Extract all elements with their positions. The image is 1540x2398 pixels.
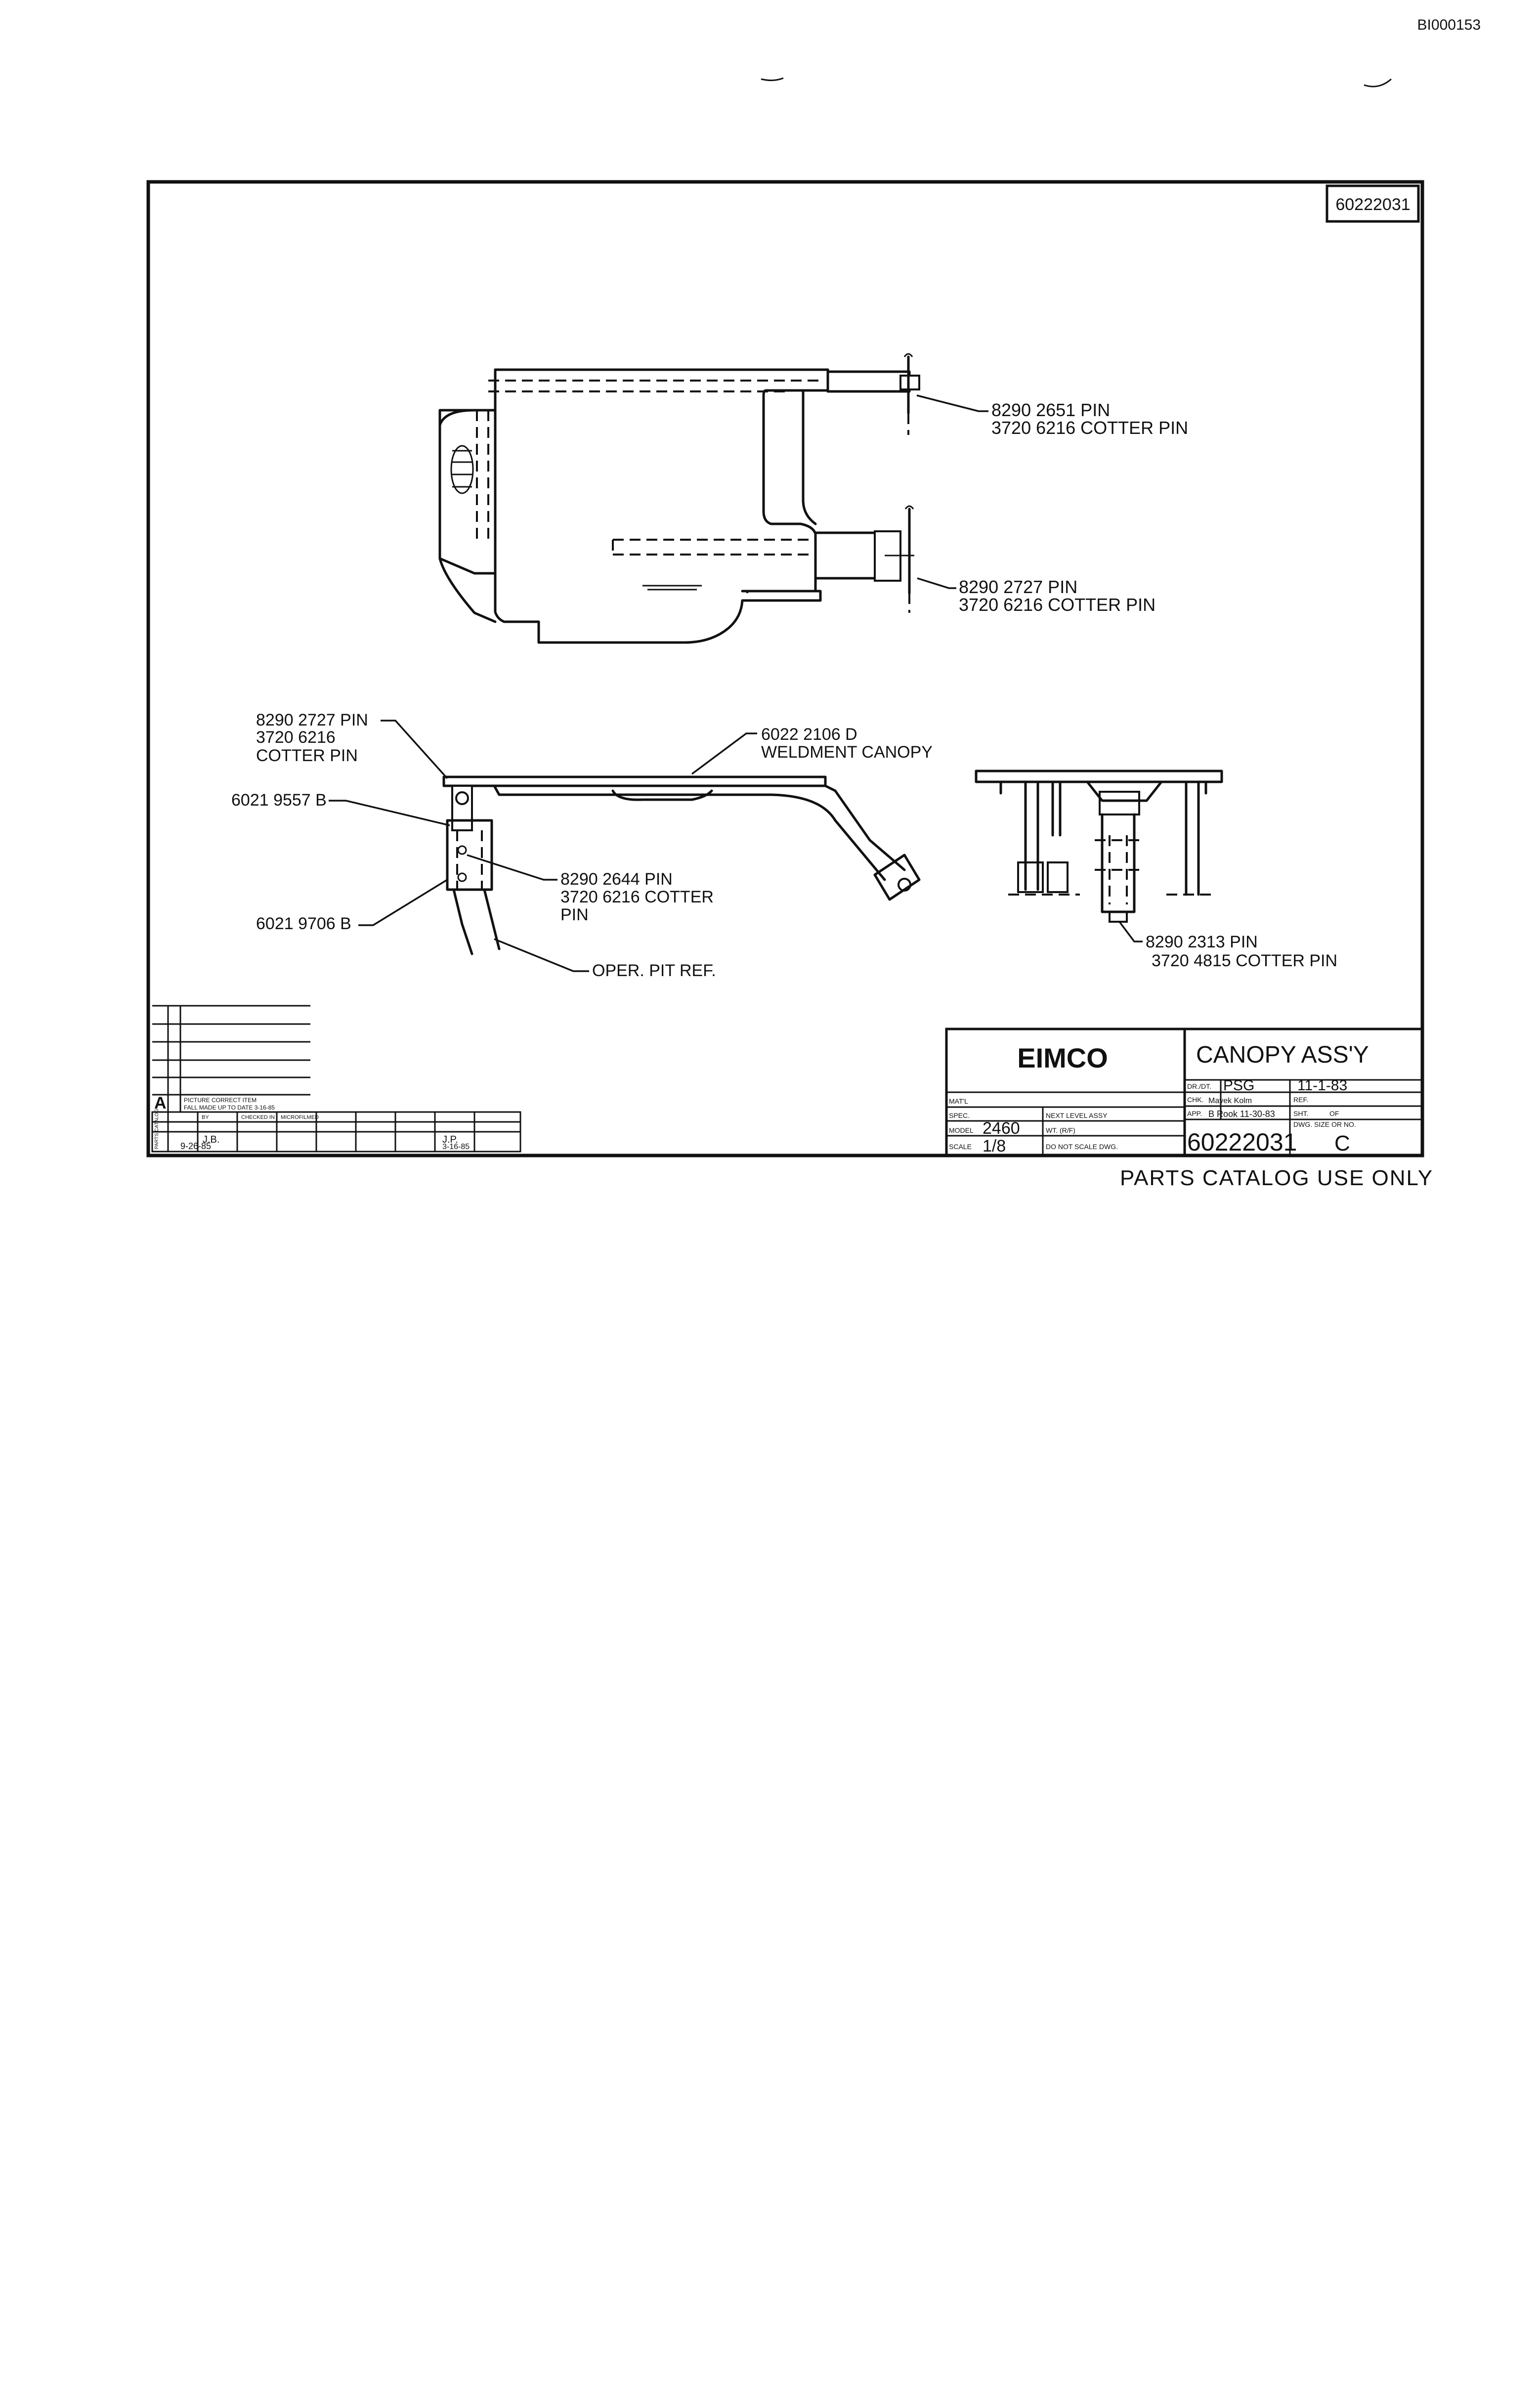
material-label: MAT'L xyxy=(949,1097,968,1105)
parts-catalog-label: PARTS CATALOG xyxy=(154,1109,160,1149)
rear-pin-lower xyxy=(814,505,914,595)
leader-line xyxy=(467,854,557,881)
canopy-stiffener xyxy=(611,789,713,801)
app-label: APP. xyxy=(1187,1110,1202,1117)
mid-pin-cotter-label: 3720 6216 COTTER xyxy=(560,888,714,906)
dwg-size-label: DWG. SIZE OR NO. xyxy=(1293,1120,1356,1128)
weight-label: WT. (R/F) xyxy=(1046,1126,1075,1134)
leader-line xyxy=(358,879,448,926)
hidden-line xyxy=(612,539,815,556)
end-pin-cotter-label: 3720 4815 COTTER PIN xyxy=(1152,951,1337,970)
mid-pin-label: 8290 2644 PIN xyxy=(560,870,673,889)
date-2: 3-16-85 xyxy=(442,1143,470,1151)
rivet-row xyxy=(642,585,702,591)
drawing-size: C xyxy=(1334,1131,1350,1156)
microfilmed-label: MICROFILMED xyxy=(281,1114,319,1120)
spec-label: SPEC. xyxy=(949,1112,970,1119)
side-pin-label: 8290 2727 PIN xyxy=(256,711,368,729)
oper-pit-label: OPER. PIT REF. xyxy=(592,961,716,980)
mid-pin-suffix-label: PIN xyxy=(560,905,589,924)
canopy-rear-strut-upper xyxy=(824,784,906,871)
chk-label: CHK. xyxy=(1187,1096,1203,1104)
canopy-outline xyxy=(494,368,822,644)
weldment-label: 6022 2106 D xyxy=(761,725,857,744)
corner-number: 60222031 xyxy=(1335,195,1410,214)
approver: B Rook 11-30-83 xyxy=(1208,1109,1275,1119)
sht-label: SHT. xyxy=(1293,1110,1308,1117)
rear-mount-icon xyxy=(873,854,921,901)
front-post-icon xyxy=(446,785,501,955)
company-logo: EIMCO xyxy=(1017,1042,1108,1073)
canopy-end-view xyxy=(975,770,1223,923)
part-upper-label: 6021 9557 B xyxy=(231,791,327,810)
leader-line xyxy=(494,938,589,972)
top-pin-1-cotter-label: 3720 6216 COTTER PIN xyxy=(991,418,1188,438)
corner-number-box xyxy=(1326,184,1420,223)
parts-catalog-footer: PARTS CATALOG USE ONLY xyxy=(1120,1166,1433,1190)
scan-mark xyxy=(761,77,784,82)
leader-line xyxy=(691,732,757,775)
canopy-front-edge xyxy=(438,368,497,575)
title-block: EIMCO CANOPY ASS'Y DR./DT. PSG 11-1-83 C… xyxy=(945,1028,1424,1157)
canopy-side-view xyxy=(442,775,921,955)
document-id: BI000153 xyxy=(1417,17,1481,33)
canopy-top-view xyxy=(438,353,920,644)
by-label: BY xyxy=(202,1114,209,1120)
leader-line xyxy=(1118,921,1143,942)
drafter: PSG xyxy=(1223,1077,1254,1094)
model-label: MODEL xyxy=(949,1126,974,1134)
side-pin-number-label: 3720 6216 xyxy=(256,728,336,747)
top-pin-2-label: 8290 2727 PIN xyxy=(959,577,1077,597)
canopy-rear-frame xyxy=(762,368,829,593)
scale-label: SCALE xyxy=(949,1143,972,1151)
canopy-rear-strut xyxy=(493,784,886,881)
drawing-date: 11-1-83 xyxy=(1297,1077,1347,1094)
decal-icon xyxy=(450,445,474,494)
ref-label: REF. xyxy=(1293,1096,1308,1104)
revision-letter: A xyxy=(154,1094,167,1113)
rear-pin-upper xyxy=(826,353,920,415)
canopy-chamfer xyxy=(438,409,497,623)
part-lower-label: 6021 9706 B xyxy=(256,914,351,933)
initials-1: J.B. xyxy=(203,1134,219,1145)
next-level-label: NEXT LEVEL ASSY xyxy=(1046,1112,1108,1119)
checker: Mavek Kolm xyxy=(1208,1097,1252,1105)
end-pin-label: 8290 2313 PIN xyxy=(1146,933,1258,951)
leader-line xyxy=(917,577,956,589)
scan-mark xyxy=(1364,78,1392,87)
top-pin-1-label: 8290 2651 PIN xyxy=(991,400,1110,420)
leader-line xyxy=(329,800,450,826)
checked-in-label: CHECKED IN xyxy=(241,1114,275,1120)
side-pin-cotter-label: COTTER PIN xyxy=(256,746,358,765)
revision-note-2: FALL MADE UP TO DATE 3-16-85 xyxy=(184,1104,275,1111)
canopy-roof-plate xyxy=(442,775,827,787)
scale-value: 1/8 xyxy=(983,1137,1006,1156)
top-pin-2-cotter-label: 3720 6216 COTTER PIN xyxy=(959,595,1155,615)
drawing-title: CANOPY ASS'Y xyxy=(1196,1042,1369,1068)
revision-block: A PICTURE CORRECT ITEM FALL MADE UP TO D… xyxy=(151,1005,521,1153)
no-scale-note: DO NOT SCALE DWG. xyxy=(1046,1143,1118,1151)
leader-line xyxy=(916,394,988,412)
date-1: 9-26-85 xyxy=(180,1141,211,1151)
drawing-border xyxy=(146,180,1424,1157)
hidden-line xyxy=(476,410,489,541)
revision-note-1: PICTURE CORRECT ITEM xyxy=(184,1097,257,1104)
leader-line xyxy=(381,720,448,779)
canopy-rear-frame-inner xyxy=(802,389,817,525)
initials-2: J.P. xyxy=(442,1134,458,1145)
dr-label: DR./DT. xyxy=(1187,1082,1211,1090)
of-label: OF xyxy=(1329,1110,1339,1117)
model-number: 2460 xyxy=(983,1119,1020,1138)
drawing-number: 60222031 xyxy=(1187,1128,1297,1156)
hidden-line xyxy=(488,380,820,392)
weldment-desc-label: WELDMENT CANOPY xyxy=(761,743,933,762)
